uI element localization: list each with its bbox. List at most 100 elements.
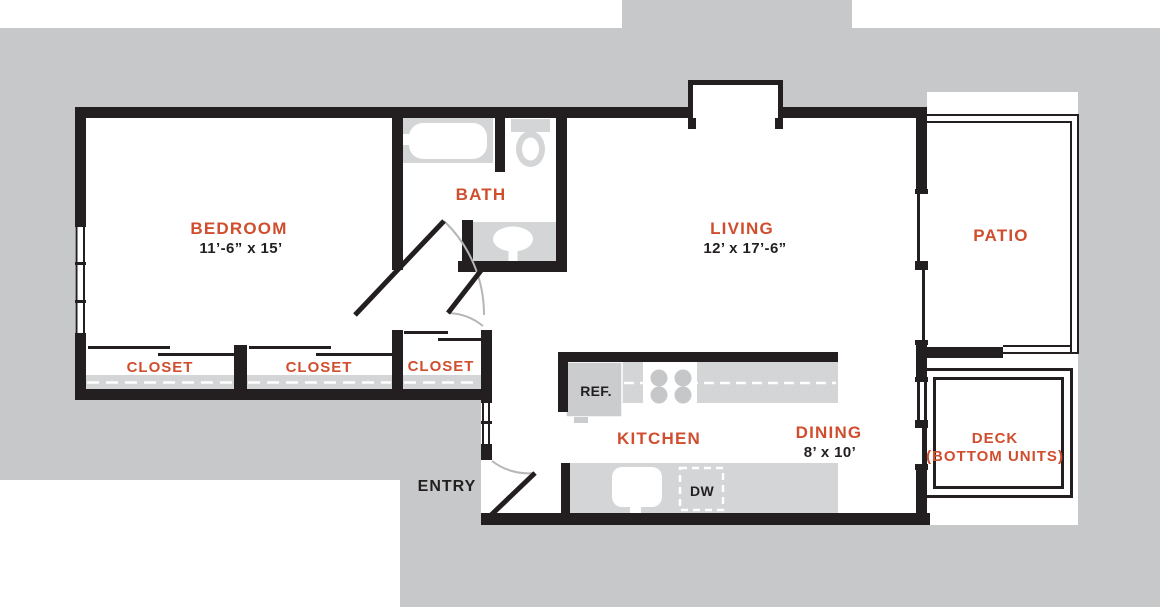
slider-panel	[917, 382, 920, 422]
slider-cap	[915, 464, 928, 470]
kitchen-sink	[612, 467, 662, 507]
window-frame-line	[75, 224, 78, 336]
wall-lower-counter-stub	[561, 463, 570, 513]
patio-rail-bottom-outer	[1003, 352, 1079, 354]
patio-rail-right-inner	[1070, 121, 1072, 352]
closet-slider-panel	[316, 353, 392, 356]
bathtub	[409, 123, 487, 159]
tub-faucet	[403, 134, 412, 145]
gray-below-closets	[0, 398, 402, 480]
bath-fixtures	[403, 118, 556, 261]
wall-top-right	[783, 107, 927, 118]
closet-shelves	[86, 375, 481, 390]
gray-bottom-band	[400, 525, 1160, 607]
living-alcove	[688, 80, 783, 129]
alcove-wall-left	[688, 80, 693, 118]
closet-slider-panel	[249, 346, 331, 349]
bedroom-door-leaf	[353, 219, 446, 317]
swing-doors	[353, 219, 537, 519]
refrigerator-label: REF.	[580, 383, 612, 399]
burner	[674, 369, 692, 387]
wall-right-upper	[916, 107, 927, 191]
alcove-floor	[688, 80, 783, 129]
slider-cap	[915, 340, 928, 345]
toilet-bowl-inner	[522, 137, 539, 161]
closet1-label: CLOSET	[127, 359, 194, 376]
wall-left-lower	[75, 336, 86, 400]
burner	[650, 369, 668, 387]
entry-door-leaf	[487, 471, 537, 519]
patio-rail-right-outer	[1077, 114, 1079, 354]
deck-label-line1: DECK	[972, 430, 1019, 447]
patio-rail-top-outer	[927, 114, 1079, 116]
dining-dimensions: 8’ x 10’	[804, 444, 856, 461]
refrigerator-handle	[574, 417, 588, 423]
closet-sliding-doors	[88, 331, 481, 356]
gray-top-band-lower	[0, 92, 927, 108]
gray-right-column	[1078, 92, 1160, 607]
stove-burners	[650, 369, 692, 404]
window-frame-line	[83, 224, 85, 336]
patio-label: PATIO	[973, 226, 1028, 245]
slider-cap	[915, 261, 928, 270]
slider-cap	[915, 189, 928, 194]
deck-railing	[924, 368, 1073, 498]
alcove-wall-right	[778, 80, 783, 118]
alcove-stub-right	[775, 118, 783, 129]
wall-right-lower	[916, 469, 927, 525]
window-mullion	[481, 444, 492, 447]
dishwasher	[678, 466, 725, 512]
patio-sliding-door	[915, 189, 928, 345]
patio-rail-top-inner	[927, 121, 1072, 123]
wall-top-left	[75, 107, 688, 118]
bedroom-window	[75, 224, 86, 336]
wall-bedroom-right	[392, 107, 403, 270]
alcove-wall-top	[688, 80, 783, 85]
wall-entry-stub	[481, 447, 492, 460]
wall-bath-right	[556, 107, 567, 272]
patio-rail-bottom-inner	[1003, 345, 1072, 347]
wall-bath-bottom	[458, 261, 567, 272]
windows	[75, 224, 492, 447]
living-dimensions: 12’ x 17’-6”	[703, 240, 786, 257]
wall-right-mid	[916, 344, 927, 379]
dining-label: DINING	[796, 423, 863, 442]
closet-slider-panel	[438, 338, 481, 341]
burner	[650, 386, 668, 404]
vanity-sink	[493, 226, 533, 252]
living-label: LIVING	[710, 219, 774, 238]
window-mullion	[481, 421, 492, 424]
unit-floor	[75, 107, 927, 525]
bath-door-leaf	[446, 266, 485, 315]
wall-closet3-left	[392, 330, 403, 400]
closet-slider-panel	[88, 346, 170, 349]
alcove-stub-left	[688, 118, 696, 129]
wall-left-upper	[75, 107, 86, 224]
gray-top-band	[0, 28, 1160, 92]
labels: BEDROOM 11’-6” x 15’ BATH LIVING 12’ x 1…	[127, 185, 1064, 499]
window-mullion	[75, 300, 86, 303]
deck-label-line2: (BOTTOM UNITS)	[926, 448, 1064, 465]
dishwasher-label: DW	[690, 483, 714, 499]
slider-panel	[917, 194, 920, 264]
deck-rail-inner	[933, 377, 1064, 489]
kitchen-label: KITCHEN	[617, 429, 701, 448]
deck-rail-outer	[924, 368, 1073, 498]
slider-panel	[922, 426, 925, 466]
stove	[643, 362, 697, 409]
window-mullion	[481, 400, 492, 403]
window-mullion	[75, 224, 86, 227]
wall-counter-stub-left	[558, 352, 568, 412]
wall-closet3-right	[481, 330, 492, 400]
closet-shelf	[86, 375, 234, 390]
wall-counter-bar	[558, 352, 838, 362]
bedroom-label: BEDROOM	[190, 219, 287, 238]
patio-railing	[927, 114, 1079, 354]
slider-panel	[922, 268, 925, 342]
entry-label: ENTRY	[418, 478, 477, 495]
closet3-label: CLOSET	[408, 358, 475, 375]
wall-kitchen-bottom	[481, 513, 930, 525]
